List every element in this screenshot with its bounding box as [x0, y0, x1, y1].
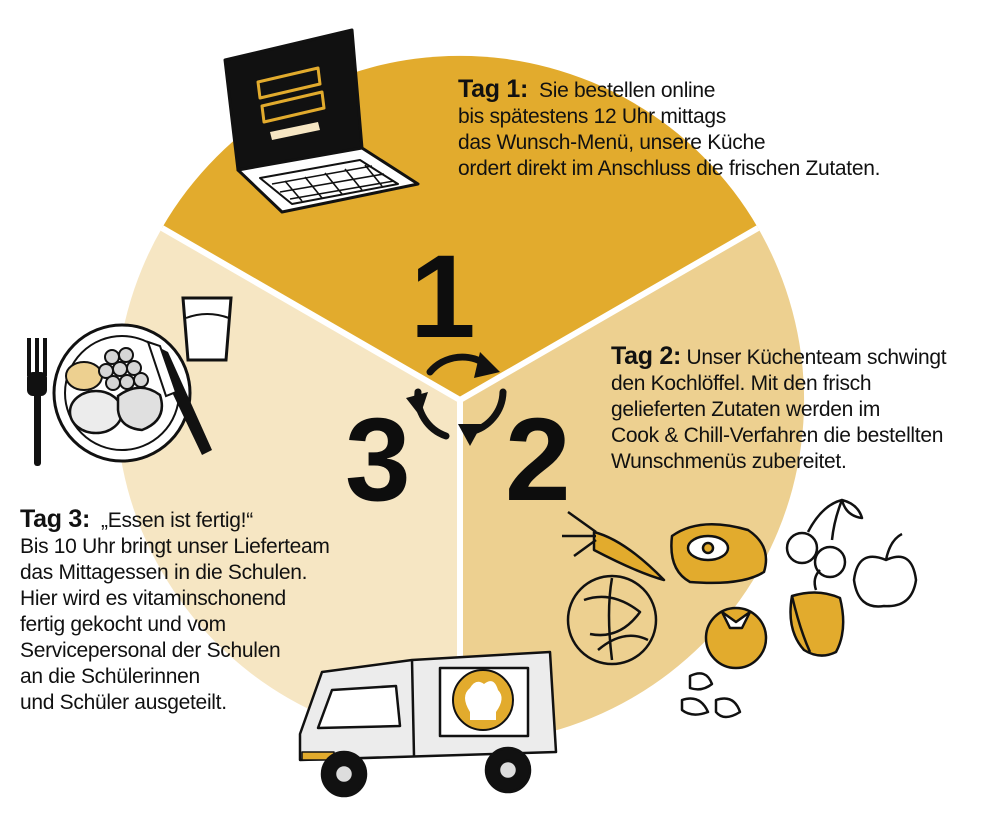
step-3-line: Servicepersonal der Schulen — [20, 639, 281, 662]
step-2-heading: Tag 2: — [611, 342, 681, 370]
vegetables-icon — [562, 498, 918, 719]
step-1-line: das Wunsch-Menü, unsere Küche — [458, 131, 766, 154]
step-2-intro: Unser Küchenteam schwingt — [686, 346, 947, 369]
step-3-intro: „Essen ist fertig!“ — [101, 509, 253, 532]
step-number-1: 1 — [410, 231, 476, 363]
step-2-line: Cook & Chill-Verfahren die bestellten — [611, 424, 944, 447]
step-3-line: fertig gekocht und vom — [20, 613, 226, 636]
step-1-line: bis spätestens 12 Uhr mittags — [458, 105, 726, 128]
step-3-line: das Mittagessen in die Schulen. — [20, 561, 308, 584]
step-3-line: Hier wird es vitaminschonend — [20, 587, 286, 610]
step-3-heading: Tag 3: — [20, 505, 90, 533]
step-2-line: den Kochlöffel. Mit den frisch — [611, 372, 872, 395]
chef-hat-icon — [452, 669, 514, 731]
step-3-line: an die Schülerinnen — [20, 665, 200, 688]
fork-icon — [27, 338, 47, 466]
cycle-arrows-icon — [406, 352, 507, 446]
step-2-line: Wunschmenüs zubereitet. — [611, 450, 847, 473]
step-2-text: Tag 2: Unser Küchenteam schwingt den Koc… — [611, 342, 947, 475]
laptop-icon — [223, 28, 420, 214]
step-1-line: ordert direkt im Anschluss die frischen … — [458, 157, 881, 180]
step-1-heading: Tag 1: — [458, 75, 528, 103]
step-number-3: 3 — [345, 394, 411, 526]
glass-icon — [181, 296, 233, 362]
step-2-line: gelieferten Zutaten werden im — [611, 398, 881, 421]
step-3-line: Bis 10 Uhr bringt unser Lieferteam — [20, 535, 330, 558]
knife-icon — [146, 340, 212, 455]
step-number-2: 2 — [505, 394, 571, 526]
delivery-van-icon — [298, 650, 558, 798]
step-1-text: Tag 1: Sie bestellen online bis späteste… — [458, 76, 880, 182]
step-3-line: und Schüler ausgeteilt. — [20, 691, 227, 714]
step-3-text: Tag 3: „Essen ist fertig!“ Bis 10 Uhr br… — [20, 506, 330, 716]
step-1-intro: Sie bestellen online — [539, 79, 716, 102]
